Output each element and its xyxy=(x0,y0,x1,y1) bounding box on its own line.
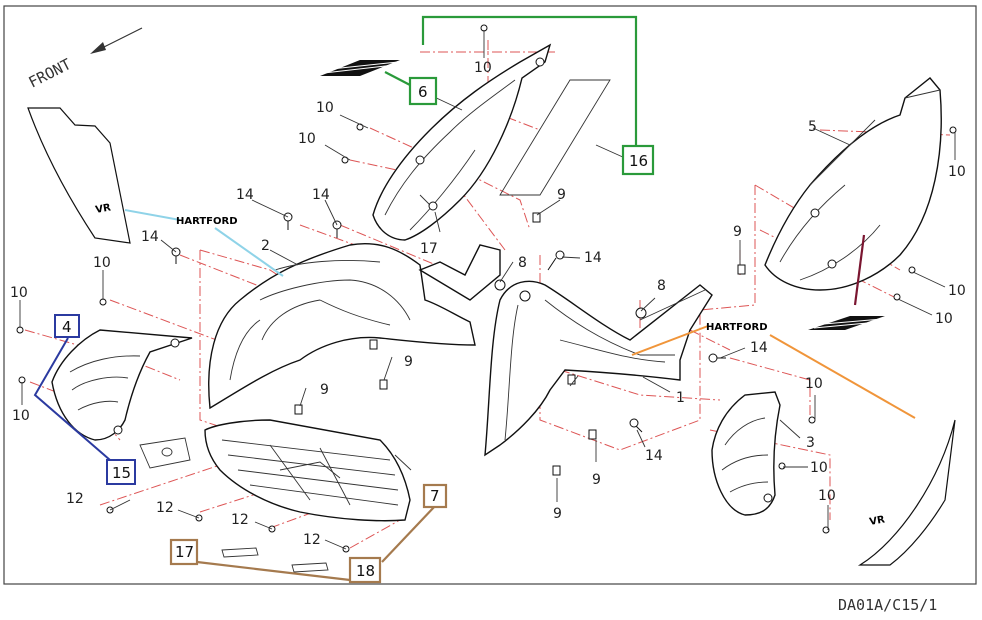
svg-text:18: 18 xyxy=(356,562,375,580)
label-17-small: 17 xyxy=(420,241,438,257)
part-16-clear-sheet xyxy=(499,79,611,196)
label-14e: 14 xyxy=(750,340,768,356)
svg-text:15: 15 xyxy=(112,464,131,482)
label-14d: 14 xyxy=(584,250,602,266)
label-12c: 12 xyxy=(231,512,249,528)
label-10i: 10 xyxy=(935,311,953,327)
fasteners xyxy=(16,24,957,553)
decal-left-large: VR xyxy=(27,107,131,244)
label-3: 3 xyxy=(806,435,815,451)
boxed-label-6: 6 xyxy=(408,76,438,106)
front-label: FRONT xyxy=(26,55,74,92)
boxed-label-7: 7 xyxy=(422,483,448,509)
group-brown-7-17-18 xyxy=(196,504,437,582)
label-10k: 10 xyxy=(810,460,828,476)
label-10l: 10 xyxy=(818,488,836,504)
label-12d: 12 xyxy=(303,532,321,548)
stripe-decal-bottom-right xyxy=(808,316,885,330)
label-9c: 9 xyxy=(404,354,413,370)
label-8b: 8 xyxy=(657,278,666,294)
boxed-label-17: 17 xyxy=(169,538,199,566)
svg-text:7: 7 xyxy=(430,487,440,505)
decal-left-vr-text: VR xyxy=(95,202,112,216)
label-12a: 12 xyxy=(66,491,84,507)
svg-text:6: 6 xyxy=(418,83,428,101)
part-15-small-decal xyxy=(139,437,191,469)
label-14a: 14 xyxy=(236,187,254,203)
brand-label-right: HARTFORD xyxy=(706,322,768,333)
label-9e: 9 xyxy=(592,472,601,488)
group-blue-4-15 xyxy=(33,337,111,461)
group-green-6-16 xyxy=(384,15,638,146)
stripe-decal-top xyxy=(320,60,400,76)
brand-label-left: HARTFORD xyxy=(176,216,238,227)
part-5-right-panel xyxy=(764,77,942,291)
cyan-leaders xyxy=(124,209,284,277)
svg-text:4: 4 xyxy=(62,318,72,336)
label-10c: 10 xyxy=(298,131,316,147)
part-1-right-shroud xyxy=(484,280,713,457)
part-6-upper-panel xyxy=(372,43,552,241)
label-10g: 10 xyxy=(948,164,966,180)
leader-lines xyxy=(19,30,956,550)
maroon-leader xyxy=(853,234,866,306)
label-2: 2 xyxy=(261,238,270,254)
drawing-code: DA01A/C15/1 xyxy=(838,596,937,614)
part-4-left-cover xyxy=(51,329,193,441)
label-10e: 10 xyxy=(10,285,28,301)
label-1: 1 xyxy=(676,390,685,406)
label-8a: 8 xyxy=(518,255,527,271)
label-9d: 9 xyxy=(320,382,329,398)
boxed-label-18: 18 xyxy=(348,556,382,584)
part-center-bracket xyxy=(418,244,501,301)
orange-leaders xyxy=(631,325,916,419)
label-9b: 9 xyxy=(733,224,742,240)
part-number-labels: 1 2 3 5 8 8 9 9 9 9 9 9 10 10 10 10 10 1… xyxy=(10,60,966,548)
part-7-grille xyxy=(204,419,411,522)
label-5: 5 xyxy=(808,119,817,135)
label-14f: 14 xyxy=(645,448,663,464)
decal-right-large: VR xyxy=(857,419,956,566)
sticker-strips xyxy=(221,547,329,573)
label-14b: 14 xyxy=(312,187,330,203)
label-14c: 14 xyxy=(141,229,159,245)
label-9a: 9 xyxy=(557,187,566,203)
label-10d: 10 xyxy=(93,255,111,271)
label-10a: 10 xyxy=(474,60,492,76)
diagram-frame xyxy=(3,5,977,585)
label-12b: 12 xyxy=(156,500,174,516)
svg-text:16: 16 xyxy=(629,152,648,170)
boxed-label-16: 16 xyxy=(621,144,655,176)
decal-right-vr-text: VR xyxy=(869,514,886,528)
svg-text:17: 17 xyxy=(175,543,194,561)
part-2-left-shroud xyxy=(208,243,476,410)
label-9f: 9 xyxy=(553,506,562,522)
label-10f: 10 xyxy=(12,408,30,424)
front-direction-indicator: FRONT xyxy=(26,27,143,92)
label-10h: 10 xyxy=(948,283,966,299)
label-10b: 10 xyxy=(316,100,334,116)
label-10j: 10 xyxy=(805,376,823,392)
boxed-label-4: 4 xyxy=(54,314,80,338)
boxed-label-15: 15 xyxy=(106,459,136,485)
part-3-right-cover xyxy=(711,391,781,516)
